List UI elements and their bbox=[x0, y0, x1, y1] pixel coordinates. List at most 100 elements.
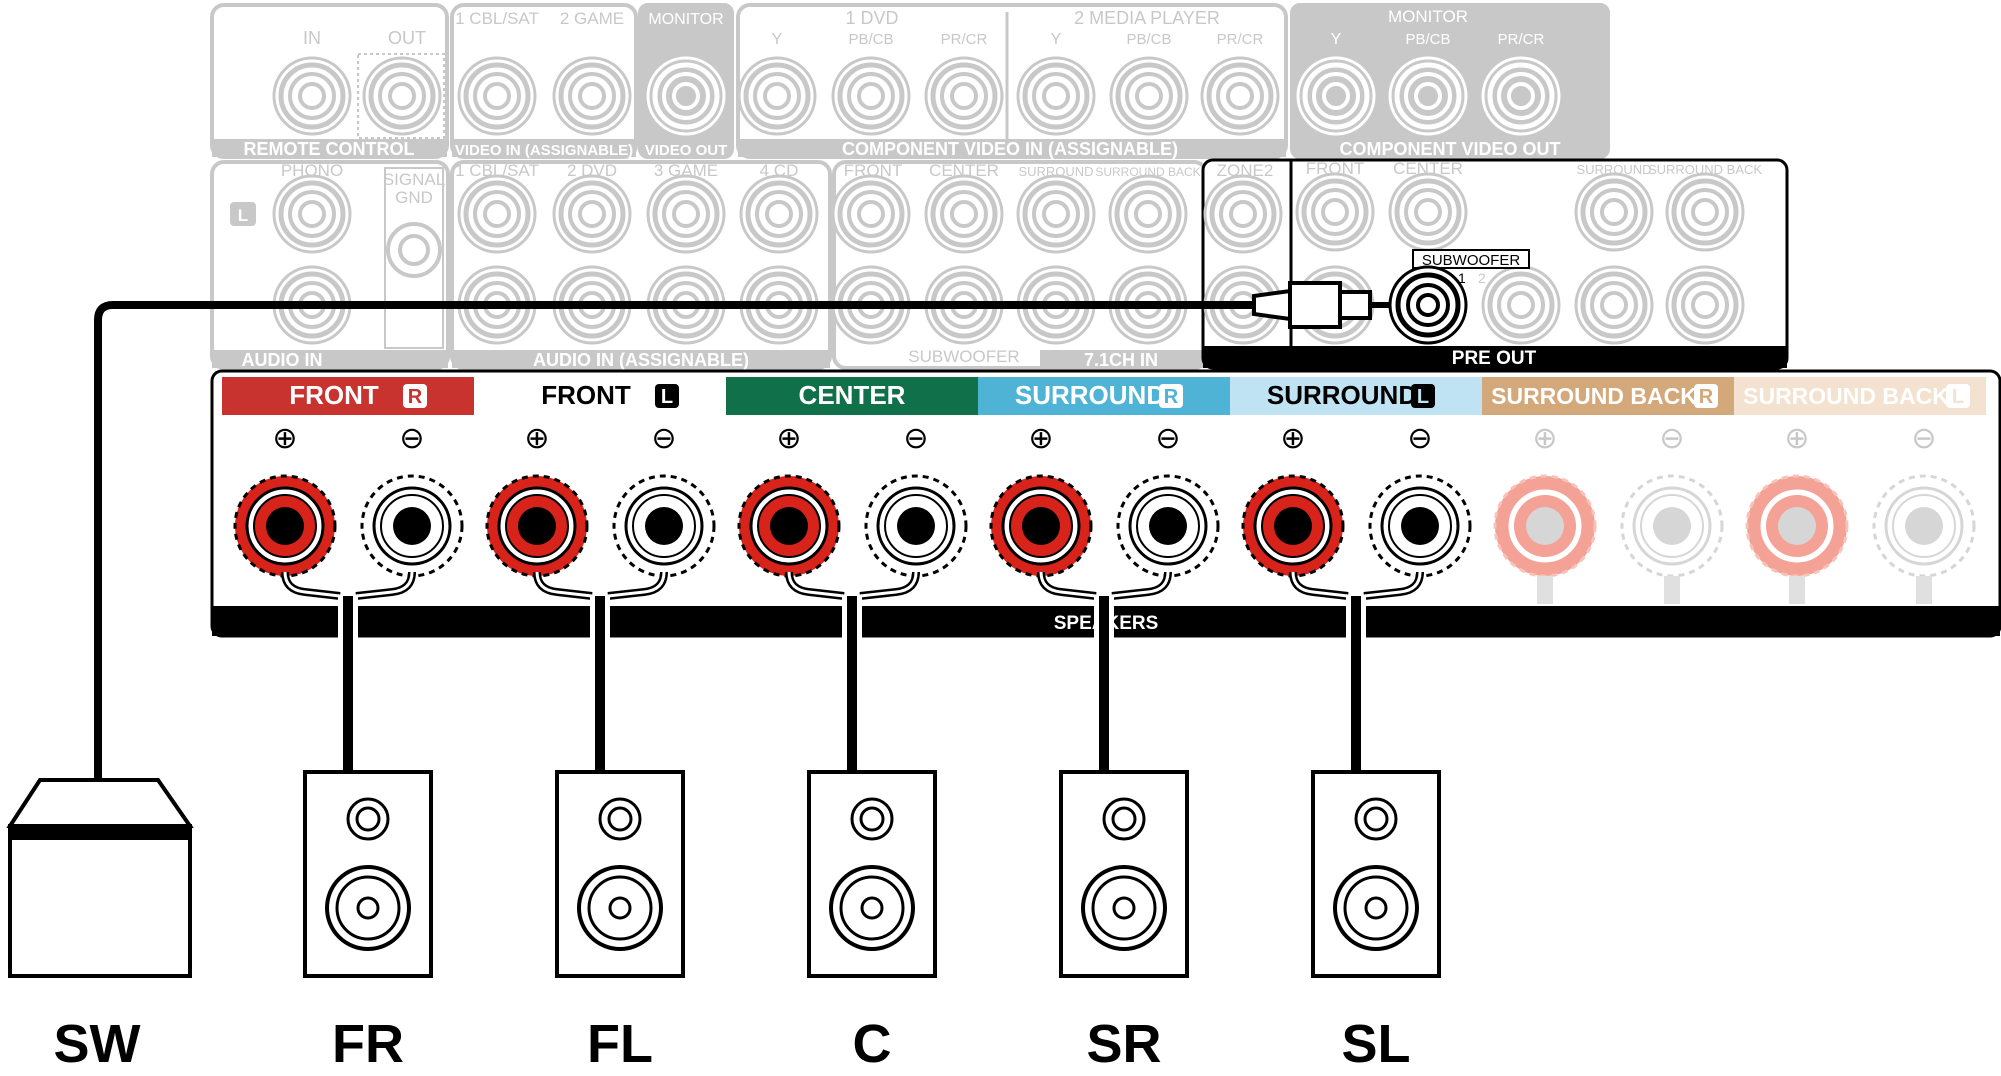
component-out-monitor: MONITOR bbox=[1388, 7, 1468, 26]
positive-terminal bbox=[1745, 474, 1849, 578]
pre-out-center: CENTER bbox=[1393, 159, 1463, 178]
speaker-cable bbox=[533, 571, 668, 771]
positive-terminal bbox=[485, 474, 589, 578]
minus-sign: ⊖ bbox=[1155, 422, 1180, 455]
channel-label: CENTER bbox=[799, 380, 906, 410]
channel-label: SURROUND BACK bbox=[1743, 383, 1949, 409]
plus-sign: ⊕ bbox=[524, 422, 549, 455]
negative-terminal bbox=[360, 474, 464, 578]
subwoofer-cable bbox=[94, 281, 1390, 780]
channel-side-badge: L bbox=[661, 386, 673, 408]
speaker-cables bbox=[281, 571, 1424, 771]
terminal-pair: ⊕⊖ bbox=[737, 422, 968, 578]
plus-sign: ⊕ bbox=[1532, 422, 1557, 455]
speaker-cabinet bbox=[555, 770, 685, 978]
ch71-subwoofer: SUBWOOFER bbox=[908, 347, 1019, 366]
speaker-cable bbox=[785, 571, 920, 771]
speaker-label-c: C bbox=[853, 1014, 892, 1074]
minus-sign: ⊖ bbox=[1659, 422, 1684, 455]
terminal-pair: ⊕⊖ bbox=[233, 422, 464, 578]
remote-control-label: REMOTE CONTROL bbox=[244, 139, 415, 159]
plus-sign: ⊕ bbox=[272, 422, 297, 455]
plus-sign: ⊕ bbox=[1784, 422, 1809, 455]
channel-side-badge: R bbox=[408, 386, 423, 408]
video-in-ch1: 1 CBL/SAT bbox=[455, 9, 539, 28]
component-out-pr: PR/CR bbox=[1498, 31, 1545, 48]
channel-front-l: FRONT L bbox=[474, 377, 726, 415]
component-video-out-section: MONITOR Y PB/CB PR/CR COMPONENT VIDEO OU… bbox=[1290, 3, 1610, 159]
component-in-pb1: PB/CB bbox=[848, 31, 893, 48]
audio-assignable-ch3: 3 GAME bbox=[654, 161, 718, 180]
subwoofer-1-num: 1 bbox=[1458, 270, 1466, 286]
l-badge: L bbox=[238, 206, 248, 225]
channel-label: SURROUND bbox=[1267, 380, 1417, 410]
speaker-label-sw: SW bbox=[54, 1014, 141, 1074]
speaker-cable bbox=[1289, 571, 1424, 771]
positive-terminal bbox=[1241, 474, 1345, 578]
component-video-out-label: COMPONENT VIDEO OUT bbox=[1339, 139, 1560, 159]
minus-sign: ⊖ bbox=[903, 422, 928, 455]
channel-side-badge: L bbox=[1417, 386, 1429, 408]
terminal-pair: ⊕⊖ bbox=[485, 422, 716, 578]
pre-out-surround-back: SURROUND BACK bbox=[1648, 162, 1762, 177]
channel-label: SURROUND BACK bbox=[1491, 383, 1697, 409]
subwoofer-label: SUBWOOFER bbox=[1422, 252, 1521, 269]
channel-label: FRONT bbox=[541, 380, 631, 410]
ch71-front: FRONT bbox=[844, 161, 903, 180]
video-in-label: VIDEO IN (ASSIGNABLE) bbox=[455, 142, 633, 159]
speaker-cabinet bbox=[807, 770, 937, 978]
audio-in-assignable-label: AUDIO IN (ASSIGNABLE) bbox=[533, 350, 749, 370]
minus-sign: ⊖ bbox=[651, 422, 676, 455]
positive-terminal bbox=[737, 474, 841, 578]
remote-in-label: IN bbox=[303, 28, 321, 48]
terminal-pair: ⊕⊖ bbox=[1493, 422, 1724, 604]
component-in-y1: Y bbox=[772, 31, 783, 48]
pre-out-front: FRONT bbox=[1306, 159, 1365, 178]
audio-in-assignable-section: 1 CBL/SAT 2 DVD 3 GAME 4 CD AUDIO IN (AS… bbox=[450, 160, 832, 370]
negative-terminal bbox=[612, 474, 716, 578]
channel-side-badge: L bbox=[1952, 386, 1964, 408]
remote-out-jack bbox=[364, 58, 440, 134]
audio-assignable-ch2: 2 DVD bbox=[567, 161, 617, 180]
video-out-monitor: MONITOR bbox=[648, 11, 723, 28]
component-in-pb2: PB/CB bbox=[1126, 31, 1171, 48]
audio-assignable-ch1: 1 CBL/SAT bbox=[455, 161, 539, 180]
component-video-in-label: COMPONENT VIDEO IN (ASSIGNABLE) bbox=[842, 139, 1178, 159]
top-panel: IN OUT REMOTE CONTROL 1 CBL/SAT 2 GAME V… bbox=[210, 3, 1610, 159]
terminal-pair: ⊕⊖ bbox=[1241, 422, 1472, 578]
ch71-in-section: FRONT CENTER SURROUND SURROUND BACK SUBW… bbox=[833, 160, 1208, 370]
speaker-label-sr: SR bbox=[1086, 1014, 1161, 1074]
negative-terminal bbox=[864, 474, 968, 578]
pre-out-zone2: ZONE2 bbox=[1217, 161, 1274, 180]
plus-sign: ⊕ bbox=[776, 422, 801, 455]
negative-terminal bbox=[1620, 474, 1724, 578]
speaker-cabinet bbox=[1311, 770, 1441, 978]
subwoofer-speaker bbox=[6, 778, 194, 978]
channel-label: SURROUND bbox=[1015, 380, 1165, 410]
audio-assignable-ch4: 4 CD bbox=[760, 161, 799, 180]
minus-sign: ⊖ bbox=[1911, 422, 1936, 455]
speaker-label-fr: FR bbox=[332, 1014, 404, 1074]
ch71-surround: SURROUND bbox=[1018, 164, 1093, 179]
component-in-y2: Y bbox=[1051, 31, 1062, 48]
channel-side-badge: R bbox=[1164, 386, 1179, 408]
video-out-label: VIDEO OUT bbox=[645, 142, 728, 159]
phono-label: PHONO bbox=[281, 161, 343, 180]
remote-control-section: IN OUT REMOTE CONTROL bbox=[210, 3, 449, 159]
audio-in-label: AUDIO IN bbox=[242, 350, 323, 370]
pre-out-surround: SURROUND bbox=[1576, 162, 1651, 177]
component-in-dvd: 1 DVD bbox=[845, 8, 898, 28]
speaker-cable bbox=[281, 571, 416, 771]
channel-side-badge: R bbox=[1699, 386, 1714, 408]
terminal-pair: ⊕⊖ bbox=[989, 422, 1220, 578]
